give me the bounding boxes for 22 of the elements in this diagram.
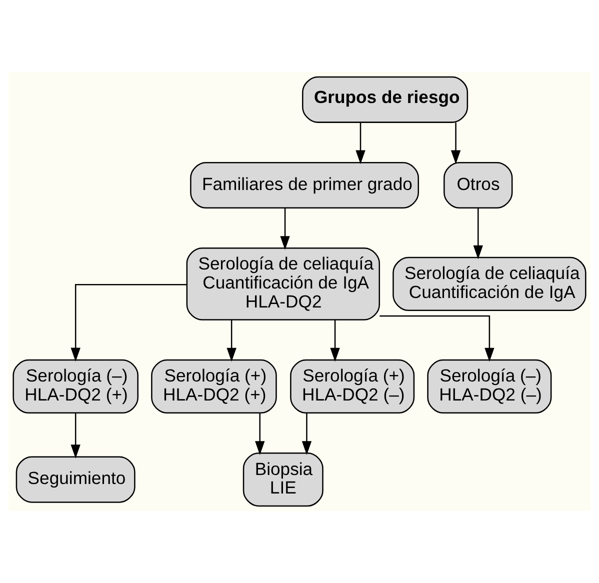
node-box: Seguimiento [16, 456, 136, 503]
node-box: Grupos de riesgo [302, 76, 468, 123]
arrow [70, 412, 80, 458]
node-box: Serología de celiaquía Cuantificación de IgA [392, 256, 586, 311]
arrow [330, 320, 340, 362]
arrow [226, 320, 236, 362]
arrow [280, 208, 290, 250]
node-box: Biopsia LIE [242, 452, 324, 507]
arrow [380, 315, 494, 362]
arrow [473, 208, 483, 260]
node-box: Serología (+) HLA-DQ2 (+) [151, 359, 277, 414]
node-box: Serología (–) HLA-DQ2 (+) [12, 359, 138, 414]
node-box: Familiares de primer grado [190, 162, 419, 208]
node-box: Otros [444, 162, 513, 208]
node-box: Serología (+) HLA-DQ2 (–) [290, 359, 415, 414]
node-box: Serología de celiaquía Cuantificación de IgA HLA-DQ2 [186, 247, 380, 320]
arrow [450, 122, 461, 164]
arrow [302, 412, 312, 455]
arrow [70, 284, 187, 362]
arrow [356, 122, 366, 164]
arrow [255, 412, 265, 455]
node-box: Serología (–) HLA-DQ2 (–) [427, 359, 552, 414]
